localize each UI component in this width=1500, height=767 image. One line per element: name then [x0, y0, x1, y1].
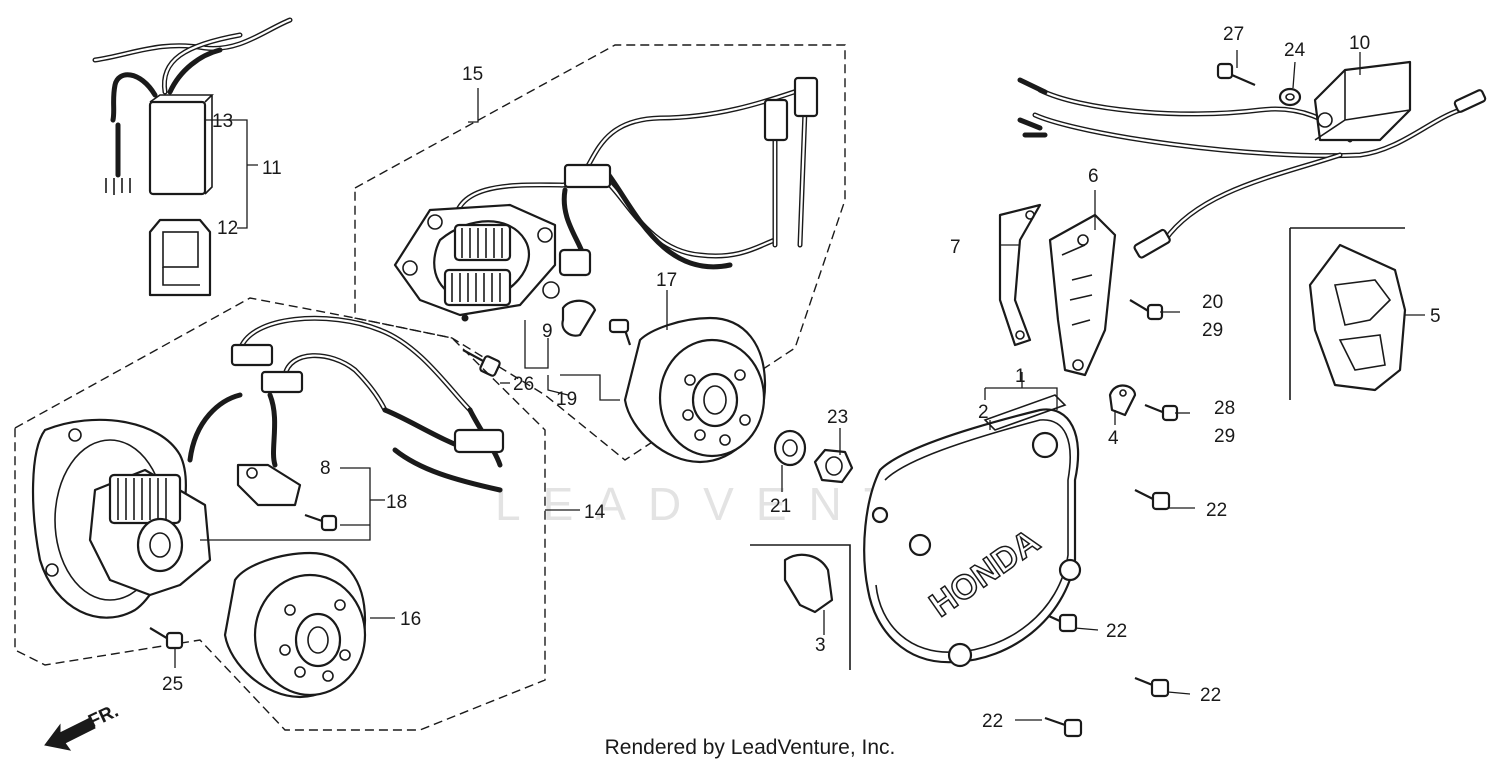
callouts: 1 2 3 4 5 6 7 8 9 10 11 12 13 14 15 16 1… — [162, 24, 1441, 732]
callout-29-b: 29 — [1214, 426, 1235, 447]
callout-6: 6 — [1088, 166, 1099, 187]
callout-28: 28 — [1214, 398, 1235, 419]
callout-3: 3 — [815, 635, 826, 656]
callout-9: 9 — [542, 321, 553, 342]
footer-credit: Rendered by LeadVenture, Inc. — [604, 736, 896, 759]
stator-15 — [393, 203, 557, 322]
stator-14-harness — [187, 315, 505, 493]
clip-9 — [542, 281, 632, 346]
flywheel-16 — [223, 551, 367, 699]
callout-1: 1 — [1015, 366, 1026, 387]
clamp-4 — [1108, 384, 1137, 417]
crankcase-cover-1: HONDA — [863, 408, 1082, 668]
callout-4: 4 — [1108, 428, 1119, 449]
bracket-3 — [783, 553, 834, 614]
leader-lines — [174, 50, 1425, 721]
callout-22-c: 22 — [1200, 685, 1221, 706]
bolts-right — [1039, 299, 1179, 738]
callout-23: 23 — [827, 407, 848, 428]
flywheel-17 — [623, 316, 767, 464]
callout-17: 17 — [656, 270, 677, 291]
washer-21 — [773, 429, 807, 467]
gasket-2 — [983, 394, 1067, 431]
callout-12: 12 — [217, 218, 238, 239]
callout-19: 19 — [556, 389, 577, 410]
callout-29-a: 29 — [1202, 320, 1223, 341]
callout-14: 14 — [584, 502, 606, 523]
callout-15: 15 — [462, 64, 483, 85]
guard-6 — [1048, 213, 1117, 377]
callout-22-d: 22 — [982, 711, 1003, 732]
callout-24: 24 — [1284, 40, 1306, 61]
callout-11: 11 — [262, 158, 282, 179]
plate-7 — [998, 203, 1042, 347]
callout-2: 2 — [978, 402, 989, 423]
pulse-generator-8 — [236, 463, 338, 532]
callout-16: 16 — [400, 609, 421, 630]
callout-7: 7 — [950, 237, 961, 258]
stator-14 — [31, 418, 212, 619]
frame-14 — [14, 297, 546, 731]
washer-24 — [1278, 87, 1302, 107]
callout-18: 18 — [386, 492, 407, 513]
callout-5: 5 — [1430, 306, 1441, 327]
callout-13: 13 — [212, 111, 233, 132]
callout-21: 21 — [770, 496, 791, 517]
cover-5 — [1308, 243, 1407, 392]
callout-27: 27 — [1223, 24, 1244, 45]
callout-25: 25 — [162, 674, 183, 695]
callout-26: 26 — [513, 374, 534, 395]
ignition-coil-group — [1017, 60, 1487, 259]
callout-10: 10 — [1349, 33, 1370, 54]
cdi-unit-group — [92, 17, 293, 297]
stator-15-harness — [452, 76, 819, 277]
callout-22-b: 22 — [1106, 621, 1127, 642]
callout-8: 8 — [320, 458, 331, 479]
callout-20: 20 — [1202, 292, 1223, 313]
callout-22-a: 22 — [1206, 500, 1227, 521]
nut-23 — [813, 448, 854, 484]
